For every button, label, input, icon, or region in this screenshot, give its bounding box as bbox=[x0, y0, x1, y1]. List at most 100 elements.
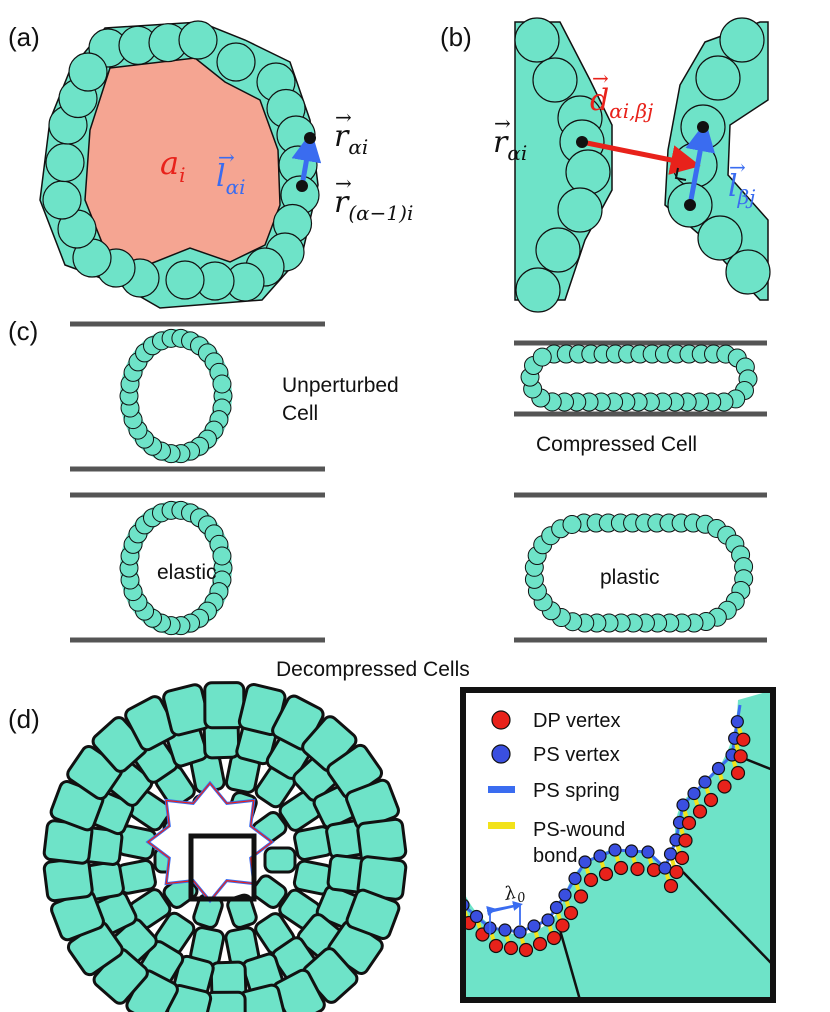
vector-accent: → bbox=[494, 111, 511, 135]
ps-vertex bbox=[593, 849, 607, 863]
dp-vertex bbox=[669, 864, 684, 880]
particle bbox=[515, 267, 561, 313]
dp-vertex bbox=[518, 942, 534, 958]
panel-c-label: (c) bbox=[8, 316, 38, 346]
d-vector-arrow bbox=[581, 139, 701, 175]
dp-vertex bbox=[532, 936, 548, 952]
ps-vertex bbox=[730, 715, 744, 729]
dp-vertex bbox=[555, 918, 570, 933]
ps-vertex bbox=[513, 925, 527, 939]
l-beta-j-arrow bbox=[685, 121, 715, 206]
legend-ps-vertex: PS vertex bbox=[533, 744, 620, 766]
wound-edge bbox=[147, 782, 273, 902]
legend: DP vertex PS vertex PS spring PS-wound b… bbox=[488, 710, 625, 867]
dp-vertex bbox=[488, 938, 504, 954]
plastic-label: plastic bbox=[600, 566, 660, 589]
ps-wound-bond-swatch bbox=[488, 822, 515, 829]
right-angle-mark bbox=[674, 167, 687, 181]
particle bbox=[212, 374, 232, 394]
dp-vertex bbox=[563, 905, 579, 921]
cell-junction bbox=[558, 929, 582, 1000]
particle bbox=[695, 55, 741, 101]
d-label: dαi,βj bbox=[590, 83, 653, 123]
particle bbox=[68, 52, 108, 92]
vector-accent: → bbox=[729, 155, 746, 179]
particle bbox=[697, 215, 743, 261]
dp-vertex-swatch bbox=[491, 710, 511, 730]
cell-junction bbox=[682, 871, 773, 966]
dp-vertex bbox=[583, 872, 599, 888]
ps-vertex bbox=[578, 855, 592, 869]
tissue-cell bbox=[263, 846, 297, 874]
wound-edge-chain bbox=[463, 704, 751, 958]
ps-vertex bbox=[698, 775, 712, 789]
dp-vertex bbox=[717, 779, 732, 794]
lambda-label: λ0 bbox=[502, 880, 527, 909]
particle bbox=[725, 249, 771, 295]
dp-vertex bbox=[730, 765, 746, 781]
unperturbed-label-line1: Unperturbed bbox=[282, 374, 399, 397]
ps-vertex bbox=[498, 923, 512, 937]
tissue-cell bbox=[204, 990, 247, 1012]
ps-vertex bbox=[608, 843, 622, 857]
l-beta-j-label: lβj bbox=[728, 169, 755, 209]
elastic-label: elastic bbox=[157, 561, 217, 584]
ps-vertex bbox=[624, 844, 639, 858]
dp-vertex bbox=[703, 792, 719, 808]
cell-rings bbox=[119, 328, 758, 636]
zoom-box bbox=[188, 833, 257, 902]
dp-vertex bbox=[678, 833, 693, 848]
dp-vertex bbox=[613, 860, 629, 876]
inset: DP vertex PS vertex PS spring PS-wound b… bbox=[460, 687, 776, 1003]
particle bbox=[562, 514, 582, 534]
unperturbed-label-line2: Cell bbox=[282, 402, 318, 425]
dp-vertex bbox=[546, 930, 562, 946]
panel-a-label: (a) bbox=[8, 22, 40, 52]
panel-a: (a) ai lαi → rαi → r(α−1)i → bbox=[8, 20, 413, 309]
particle bbox=[532, 57, 578, 103]
vertex-r-alpha-i bbox=[304, 132, 316, 144]
vertex-beta-j bbox=[697, 121, 709, 133]
vertex-r-prev bbox=[296, 180, 308, 192]
lambda-annotation: λ0 bbox=[486, 880, 527, 935]
r-prev-label: r(α−1)i bbox=[334, 185, 413, 225]
l-alpha-i-label: lαi bbox=[216, 159, 246, 199]
boundary-particles bbox=[42, 20, 320, 302]
tissue-region bbox=[463, 690, 773, 1000]
inset-frame bbox=[460, 687, 776, 1003]
particle bbox=[557, 187, 603, 233]
particle bbox=[212, 546, 232, 566]
panel-d: (d) DP vertex PS vertex PS spring bbox=[8, 681, 776, 1012]
plates bbox=[70, 321, 767, 643]
dp-vertex bbox=[674, 850, 690, 866]
area-label: ai bbox=[160, 144, 185, 187]
dp-vertex bbox=[630, 861, 645, 877]
dp-vertex bbox=[692, 804, 708, 819]
particle bbox=[165, 260, 205, 300]
particle bbox=[565, 149, 611, 195]
ps-vertex bbox=[527, 919, 541, 933]
legend-ps-wound-line1: PS-wound bbox=[533, 819, 625, 841]
particle bbox=[535, 227, 581, 273]
legend-ps-wound-line2: bond bbox=[533, 845, 578, 867]
ps-vertex bbox=[676, 798, 690, 812]
vector-accent: → bbox=[335, 105, 352, 129]
particle bbox=[532, 347, 552, 367]
tissue-monolayer bbox=[42, 681, 408, 1012]
ps-vertex bbox=[641, 845, 655, 859]
ps-spring-swatch bbox=[488, 786, 515, 793]
ps-vertex bbox=[663, 847, 678, 861]
legend-ps-spring: PS spring bbox=[533, 780, 620, 802]
particle bbox=[719, 17, 765, 63]
compressed-label: Compressed Cell bbox=[536, 433, 697, 456]
ps-vertex bbox=[711, 761, 726, 776]
ps-vertex bbox=[568, 871, 582, 886]
decompressed-label: Decompressed Cells bbox=[276, 658, 470, 681]
particle bbox=[216, 42, 256, 82]
l-alpha-i-arrow bbox=[291, 131, 322, 187]
particle bbox=[178, 20, 218, 60]
ps-vertex bbox=[541, 913, 555, 927]
legend-dp-vertex: DP vertex bbox=[533, 710, 620, 732]
panel-c: (c) Unperturbed Cell Compressed Cell ela… bbox=[8, 316, 767, 681]
